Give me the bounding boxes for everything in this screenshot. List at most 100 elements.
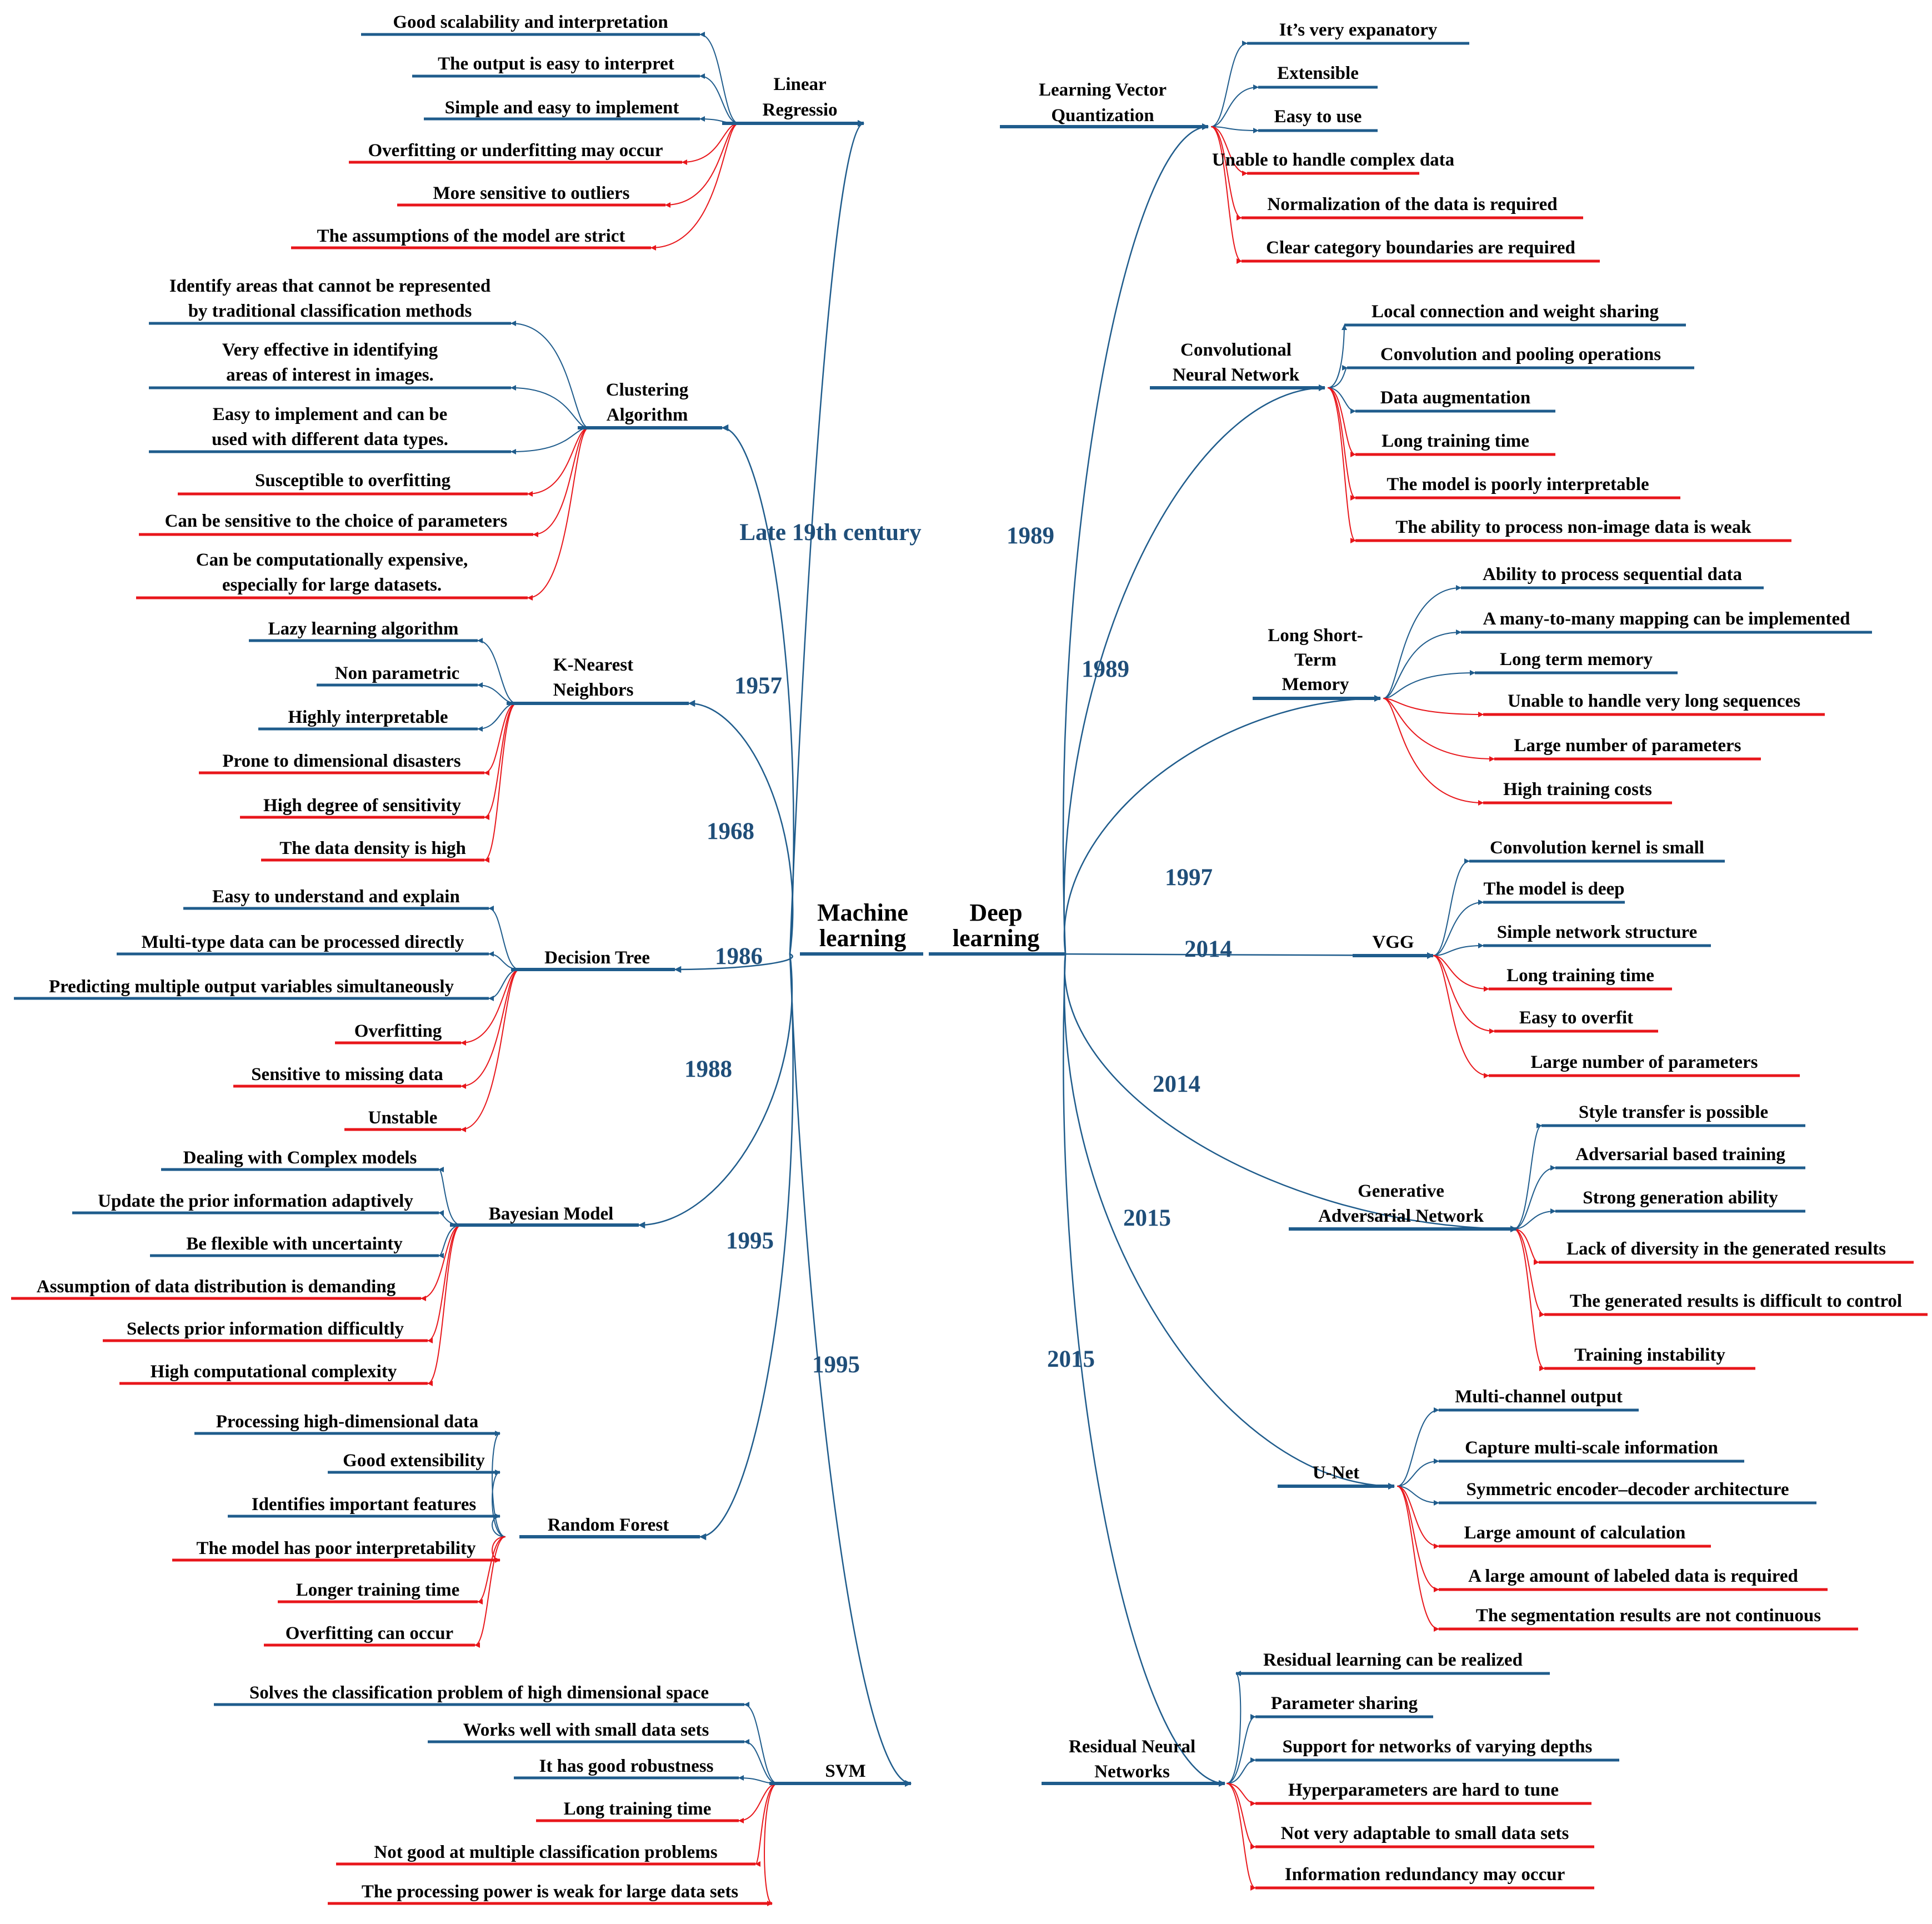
method-label-k-nearest-neighbors-line1: K-Nearest (553, 655, 633, 675)
leaf-pro-update-the-prior-information-adaptively-text: Update the prior information adaptively (98, 1191, 413, 1211)
leaf-con-easy-to-overfit-connector (1433, 955, 1495, 1034)
leaf-pro-parameter-sharing-text: Parameter sharing (1271, 1693, 1418, 1713)
leaf-pro-convolution-kernel-is-small-connector (1433, 858, 1470, 956)
leaf-con-more-sensitive-to-outliers-text: More sensitive to outliers (433, 183, 629, 203)
leaf-pro-processing-high-dimensional-data: Processing high-dimensional data (194, 1412, 500, 1435)
leaf-con-not-good-at-multiple-classification-prob-connector (755, 1783, 778, 1867)
leaf-con-long-training-time-connector (1433, 955, 1489, 992)
leaf-pro-easy-to-understand-and-explain-connector (488, 906, 520, 970)
leaf-con-long-training-time-text: Long training time (564, 1799, 712, 1819)
method-label-u-net: U-Net (1313, 1463, 1359, 1483)
leaf-con-long-training-time: Long training time (1489, 966, 1672, 991)
leaf-pro-identifies-important-features-text: Identifies important features (252, 1495, 477, 1515)
leaf-pro-adversarial-based-training-text: Adversarial based training (1575, 1145, 1785, 1165)
leaf-con-can-be-computationally-expensive-especia: Can be computationally expensive,especia… (136, 550, 528, 599)
leaf-con-hyperparameters-are-hard-to-tune-text: Hyperparameters are hard to tune (1288, 1780, 1559, 1800)
leaf-con-the-data-density-is-high: The data density is high (261, 838, 484, 862)
leaf-con-clear-category-boundaries-are-required-text: Clear category boundaries are required (1266, 238, 1575, 258)
leaf-con-not-very-adaptable-to-small-data-sets-text: Not very adaptable to small data sets (1281, 1823, 1569, 1843)
leaf-pro-multi-channel-output-connector (1397, 1407, 1439, 1487)
method-label-convolutional-neural-network-line2: Neural Network (1173, 365, 1300, 385)
leaf-pro-extensible-connector (1210, 84, 1259, 127)
leaf-con-unstable-text: Unstable (368, 1108, 438, 1128)
leaf-con-long-training-time: Long training time (536, 1799, 739, 1822)
leaf-con-a-large-amount-of-labeled-data-is-requir: A large amount of labeled data is requir… (1439, 1566, 1828, 1591)
leaf-pro-works-well-with-small-data-sets-connector (744, 1739, 778, 1784)
leaf-con-high-degree-of-sensitivity: High degree of sensitivity (240, 796, 484, 819)
branch-line-clustering-algorithm (721, 424, 794, 954)
leaf-con-training-instability: Training instability (1544, 1345, 1755, 1370)
leaf-pro-ability-to-process-sequential-data: Ability to process sequential data (1461, 564, 1764, 589)
leaf-pro-long-term-memory-text: Long term memory (1500, 649, 1653, 669)
method-label-clustering-algorithm-line1: Clustering (606, 380, 689, 400)
leaf-pro-residual-learning-can-be-realized-text: Residual learning can be realized (1263, 1650, 1523, 1670)
method-label-long-short-term-memory-line3: Memory (1282, 674, 1349, 694)
leaf-pro-the-output-is-easy-to-interpret-text: The output is easy to interpret (438, 54, 674, 74)
leaf-pro-multi-channel-output-text: Multi-channel output (1455, 1387, 1623, 1407)
leaf-pro-strong-generation-ability-connector (1513, 1208, 1556, 1230)
leaf-pro-easy-to-use: Easy to use (1258, 107, 1378, 132)
leaf-pro-easy-to-implement-and-can-be-used-with-d-text-line2: used with different data types. (212, 429, 448, 449)
leaf-con-the-data-density-is-high-text: The data density is high (279, 838, 466, 858)
leaf-con-the-processing-power-is-weak-for-large-d-text: The processing power is weak for large d… (362, 1882, 738, 1902)
leaf-pro-style-transfer-is-possible: Style transfer is possible (1541, 1102, 1805, 1127)
leaf-pro-lazy-learning-algorithm-connector (477, 638, 517, 704)
leaf-pro-capture-multi-scale-information-text: Capture multi-scale information (1465, 1438, 1718, 1458)
leaf-con-lack-of-diversity-in-the-generated-resul-connector (1513, 1228, 1539, 1265)
leaf-con-high-computational-complexity: High computational complexity (119, 1362, 428, 1385)
leaf-con-overfitting-can-occur: Overfitting can occur (264, 1623, 475, 1647)
method-label-decision-tree: Decision Tree (544, 948, 650, 968)
leaf-pro-the-output-is-easy-to-interpret: The output is easy to interpret (412, 54, 700, 78)
leaf-pro-simple-network-structure-connector (1433, 943, 1484, 956)
leaf-con-high-training-costs: High training costs (1483, 779, 1672, 804)
leaf-pro-update-the-prior-information-adaptively: Update the prior information adaptively (72, 1191, 439, 1215)
leaf-pro-easy-to-understand-and-explain: Easy to understand and explain (183, 887, 489, 910)
method-node-bayesian-model: Bayesian Model (450, 1204, 639, 1227)
year-label-bayesian-model: 1988 (684, 1056, 732, 1082)
leaf-pro-multi-type-data-can-be-processed-directl: Multi-type data can be processed directl… (117, 932, 489, 956)
year-label-random-forest: 1995 (726, 1228, 774, 1254)
leaf-con-information-redundancy-may-occur-connector (1226, 1783, 1256, 1891)
leaf-pro-multi-type-data-can-be-processed-directl-text: Multi-type data can be processed directl… (142, 932, 464, 952)
branch-line-bayesian-model (638, 953, 793, 1229)
leaf-con-long-training-time-connector (1327, 387, 1356, 457)
leaf-con-selects-prior-information-difficultly: Selects prior information difficultly (103, 1319, 428, 1342)
root-machine-learning-line2: learning (819, 924, 906, 952)
method-node-decision-tree: Decision Tree (511, 948, 675, 971)
method-label-generative-adversarial-network-line2: Adversarial Network (1318, 1206, 1484, 1226)
branch-line-u-net (1063, 953, 1395, 1490)
leaf-con-overfitting-or-underfitting-may-occur: Overfitting or underfitting may occur (349, 141, 682, 164)
leaf-con-the-ability-to-process-non-image-data-is-text: The ability to process non-image data is… (1395, 517, 1751, 537)
leaf-pro-it-s-very-expanatory-connector (1210, 41, 1248, 127)
year-labels: Late 19th century19571968198619881995199… (684, 519, 1232, 1378)
leaf-con-large-amount-of-calculation-connector (1397, 1486, 1439, 1549)
method-label-linear-regressio-line1: Linear (773, 74, 826, 94)
method-label-learning-vector-quantization-line1: Learning Vector (1039, 80, 1167, 100)
year-label-linear-regressio: Late 19th century (739, 519, 922, 546)
leaf-pro-good-scalability-and-interpretation-text: Good scalability and interpretation (393, 12, 668, 32)
root-nodes: Machine learning Deep learning (800, 899, 1065, 956)
leaf-pro-symmetric-encoder-decoder-architecture: Symmetric encoder–decoder architecture (1439, 1480, 1816, 1505)
leaf-pro-local-connection-and-weight-sharing-text: Local connection and weight sharing (1372, 302, 1659, 322)
leaf-pro-ability-to-process-sequential-data-connector (1383, 585, 1461, 699)
leaf-pro-adversarial-based-training: Adversarial based training (1555, 1145, 1805, 1170)
branch-line-random-forest (699, 953, 794, 1541)
leaf-con-more-sensitive-to-outliers: More sensitive to outliers (397, 183, 665, 207)
leaf-con-clear-category-boundaries-are-required: Clear category boundaries are required (1242, 238, 1600, 263)
leaf-pro-parameter-sharing: Parameter sharing (1255, 1693, 1433, 1718)
leaf-pro-support-for-networks-of-varying-depths: Support for networks of varying depths (1255, 1737, 1619, 1762)
branch-line-long-short-term-memory (1063, 694, 1382, 954)
leaf-pro-it-s-very-expanatory: It’s very expanatory (1247, 20, 1469, 45)
leaf-con-lack-of-diversity-in-the-generated-resul: Lack of diversity in the generated resul… (1539, 1239, 1914, 1264)
leaf-con-not-very-adaptable-to-small-data-sets-connector (1226, 1783, 1256, 1850)
leaf-con-information-redundancy-may-occur-text: Information redundancy may occur (1285, 1865, 1565, 1885)
leaf-pro-the-output-is-easy-to-interpret-connector (699, 73, 739, 124)
leaf-pro-good-scalability-and-interpretation: Good scalability and interpretation (361, 12, 700, 36)
